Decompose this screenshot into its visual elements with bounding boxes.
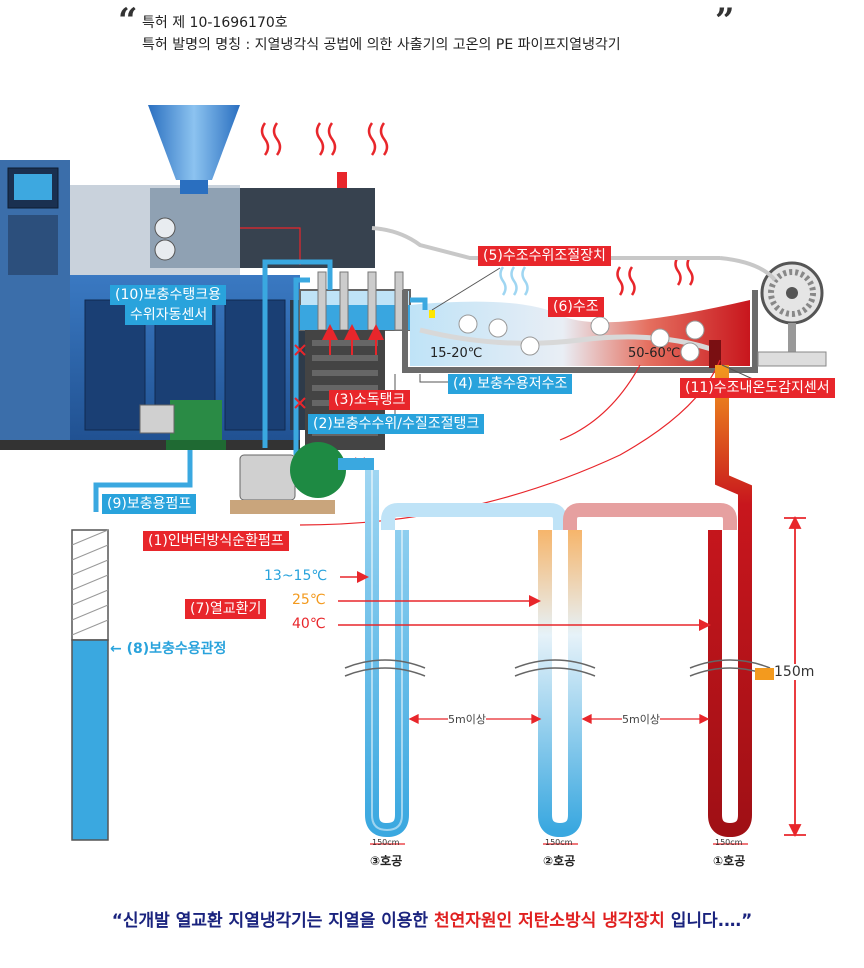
supply-pipes xyxy=(93,259,428,512)
spacing-label-1: 5m이상 xyxy=(448,711,486,727)
sensor-line xyxy=(240,227,301,265)
label-supply-pump: (9)보충용펌프 xyxy=(102,494,197,514)
borehole-3 xyxy=(365,470,409,838)
label-disinfection-tank: (3)소독탱크 xyxy=(329,390,411,410)
hot-waves-bath xyxy=(616,256,694,296)
supplement-well xyxy=(71,529,109,841)
connector-2-1 xyxy=(563,503,737,530)
close-quote: ” xyxy=(715,1,735,41)
invention-title: 특허 발명의 명칭 : 지열냉각식 공법에 의한 사출기의 고온의 PE 파이프… xyxy=(142,37,621,53)
water-bath xyxy=(402,290,758,373)
width-label-2: 150cm xyxy=(545,838,573,847)
label-water-bath: (6)수조 xyxy=(548,297,604,317)
supply-pump xyxy=(139,400,226,450)
circulation-pump xyxy=(230,442,374,514)
label-circulation-pump: (1)인버터방식순환펌프 xyxy=(143,531,289,551)
footer-part3: 입니다.…” xyxy=(664,911,753,931)
borehole-1 xyxy=(708,365,752,838)
open-quote: “ xyxy=(118,1,138,41)
label-level-sensor-line2: 수위자동센서 xyxy=(125,305,213,325)
well-label-1: ①호공 xyxy=(713,854,746,868)
label-temp-sensor: (11)수조내온도감지센서 xyxy=(680,378,835,398)
depth-label: 150m xyxy=(774,664,815,680)
width-label-1: 150cm xyxy=(715,838,743,847)
temp-25: 25℃ xyxy=(292,592,326,608)
well-label-3: ③호공 xyxy=(370,854,403,868)
label-quality-tank: (2)보충수수위/수질조절탱크 xyxy=(308,414,485,434)
footer-highlight: 천연자원인 저탄소방식 냉각장치 xyxy=(434,911,665,931)
temp-40: 40℃ xyxy=(292,616,326,632)
borehole-2 xyxy=(538,530,582,838)
return-line xyxy=(371,226,720,260)
patent-number: 특허 제 10-1696170호 xyxy=(142,15,288,31)
connector-3-2 xyxy=(381,503,567,530)
width-label-3: 150cm xyxy=(372,838,400,847)
temp-tank-cold: 15-20℃ xyxy=(430,346,483,361)
well-label-2: ②호공 xyxy=(543,854,576,868)
cool-waves xyxy=(499,266,529,296)
spacing-label-2: 5m이상 xyxy=(622,711,660,727)
label-supplement-well: ← (8)보충수용관정 xyxy=(110,641,227,657)
heat-waves-machine xyxy=(260,122,389,156)
footer-part1: “신개발 열교환 지열냉각기는 지열을 이용한 xyxy=(111,911,434,931)
temp-tank-hot: 50-60℃ xyxy=(628,346,681,361)
label-level-sensor-line1: (10)보충수탱크용 xyxy=(110,285,227,305)
label-storage-tank: (4) 보충수용저수조 xyxy=(448,374,573,394)
footer-slogan: “신개발 열교환 지열냉각기는 지열을 이용한 천연자원인 저탄소방식 냉각장치… xyxy=(0,906,864,931)
label-heat-exchanger: (7)열교환기 xyxy=(185,599,267,619)
temp-13-15: 13~15℃ xyxy=(264,568,328,584)
label-supplement-well-text: (8)보충수용관정 xyxy=(126,641,227,657)
label-level-control: (5)수조수위조절장치 xyxy=(478,246,611,266)
temp-arrows xyxy=(338,571,711,631)
cooling-fan xyxy=(757,261,827,367)
